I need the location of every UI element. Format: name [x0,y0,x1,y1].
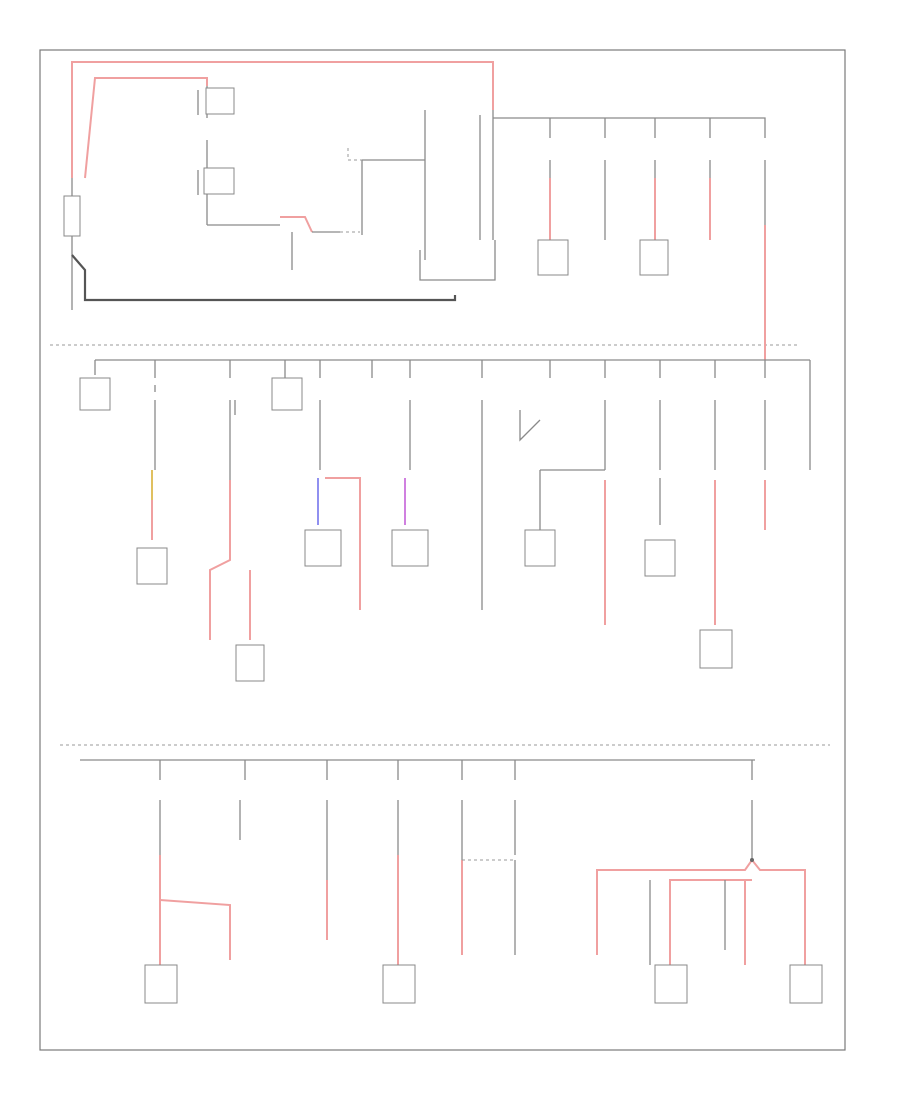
bottom-section [60,744,830,1004]
component-mid-2 [271,377,303,411]
component-bot-1 [144,964,178,1004]
relay-box-2 [203,167,235,195]
component-mid-7 [644,539,676,577]
component-mid-5 [391,529,429,567]
component-mid-9 [699,629,733,669]
diagram-frame [39,49,846,1051]
module-box-2 [639,239,669,276]
component-mid-6 [524,529,556,567]
top-section [63,61,766,345]
component-mid-8 [235,644,265,682]
component-mid-3 [136,547,168,585]
component-bot-2 [382,964,416,1004]
relay-box-1 [205,87,235,115]
component-mid-1 [79,377,111,411]
component-mid-4 [304,529,342,567]
component-bot-4 [789,964,823,1004]
module-box-1 [537,239,569,276]
component-bot-3 [654,964,688,1004]
battery-symbol [63,195,81,237]
middle-section [50,225,811,682]
